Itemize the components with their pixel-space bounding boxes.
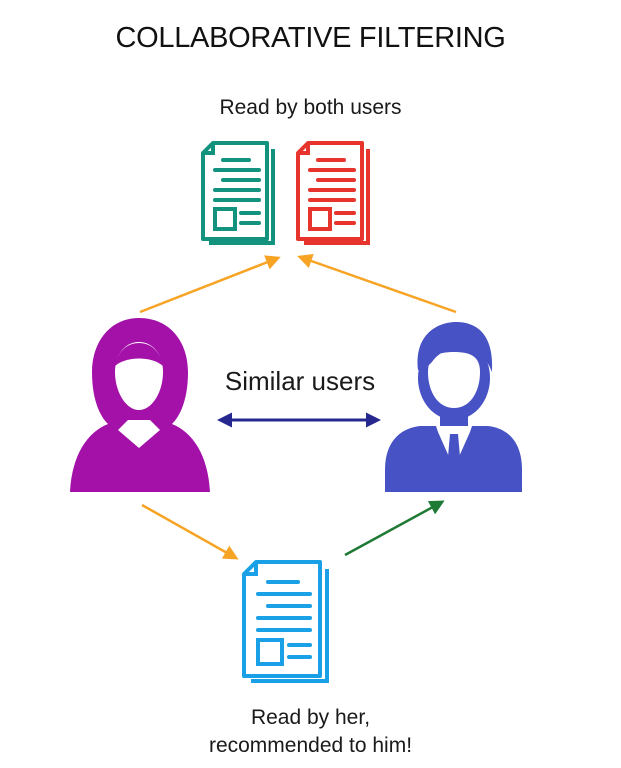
label-similar-users: Similar users <box>224 366 376 396</box>
arrow-man-to-docs <box>297 253 457 314</box>
woman-user-icon <box>70 318 210 492</box>
label-recommended-to-him: recommended to him! <box>208 734 413 757</box>
diagram-title: COLLABORATIVE FILTERING <box>115 22 506 54</box>
arrow-doc-to-man <box>344 500 445 557</box>
label-read-by-both: Read by both users <box>219 96 402 119</box>
arrow-woman-to-doc <box>141 503 239 560</box>
man-user-icon <box>385 322 522 492</box>
document-blue-icon <box>242 560 329 683</box>
arrow-woman-to-docs <box>139 255 281 314</box>
document-green-icon <box>201 141 275 245</box>
document-red-icon <box>296 141 370 245</box>
label-read-by-her: Read by her, <box>250 706 371 729</box>
